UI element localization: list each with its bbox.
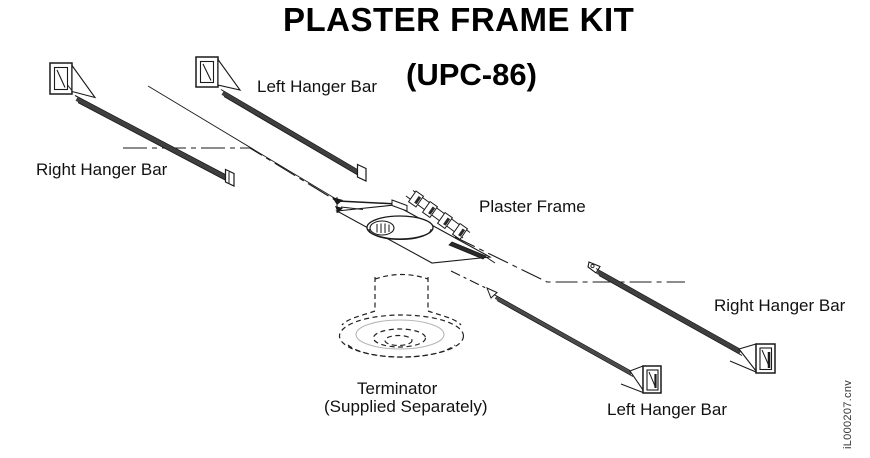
plaster-frame-drawing (332, 190, 496, 264)
frame-ring (366, 215, 434, 241)
right-hanger-bar-right-drawing (587, 261, 776, 374)
label-left-hanger-bar-bottom: Left Hanger Bar (607, 400, 728, 419)
frame-clips (407, 190, 469, 241)
terminator-drawing (338, 273, 465, 358)
label-plaster-frame: Plaster Frame (479, 197, 586, 216)
guide-line (147, 85, 337, 200)
kit-model-number: (UPC-86) (406, 57, 537, 92)
label-right-hanger-bar-right: Right Hanger Bar (714, 296, 846, 315)
left-hanger-bar-top-drawing (195, 56, 367, 182)
file-reference-text: iL000207.cnv (842, 379, 854, 449)
label-terminator-note: (Supplied Separately) (324, 397, 488, 416)
left-hanger-bar-bottom-drawing (486, 287, 662, 394)
label-left-hanger-bar-top: Left Hanger Bar (257, 77, 378, 96)
label-right-hanger-bar-left: Right Hanger Bar (36, 160, 168, 179)
centerline-right (450, 236, 685, 292)
label-terminator: Terminator (357, 379, 438, 398)
page-title: PLASTER FRAME KIT (283, 1, 635, 38)
right-hanger-bar-top-left-drawing (49, 62, 235, 187)
